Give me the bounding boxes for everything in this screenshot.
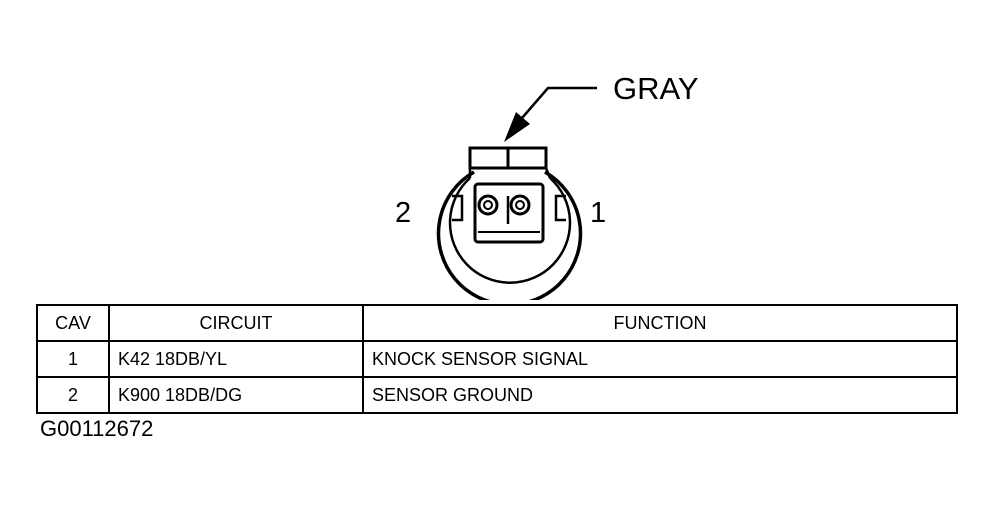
header-function: FUNCTION — [362, 304, 958, 342]
cavity-2 — [477, 194, 499, 216]
cell-function: SENSOR GROUND — [362, 376, 958, 414]
cell-circuit: K900 18DB/DG — [108, 376, 364, 414]
header-cav: CAV — [36, 304, 110, 342]
cavity-right-label: 1 — [590, 197, 606, 229]
cavity-1 — [509, 194, 531, 216]
leader-line — [521, 86, 597, 119]
table-header-row: CAV CIRCUIT FUNCTION — [36, 304, 958, 342]
pinout-table: CAV CIRCUIT FUNCTION 1 K42 18DB/YL KNOCK… — [36, 304, 958, 414]
cell-function: KNOCK SENSOR SIGNAL — [362, 340, 958, 378]
cell-cav: 1 — [36, 340, 110, 378]
connector-body — [436, 146, 583, 300]
cell-cav: 2 — [36, 376, 110, 414]
cavity-left-label: 2 — [395, 197, 411, 229]
leader-arrowhead — [504, 112, 530, 142]
connector-diagram: GRAY 2 1 — [395, 71, 699, 300]
table-row: 1 K42 18DB/YL KNOCK SENSOR SIGNAL — [36, 340, 958, 378]
table-row: 2 K900 18DB/DG SENSOR GROUND — [36, 376, 958, 414]
figure-code: G00112672 — [40, 416, 154, 441]
terminal-cavities — [477, 194, 531, 216]
header-circuit: CIRCUIT — [108, 304, 364, 342]
cell-circuit: K42 18DB/YL — [108, 340, 364, 378]
color-label: GRAY — [613, 71, 699, 106]
